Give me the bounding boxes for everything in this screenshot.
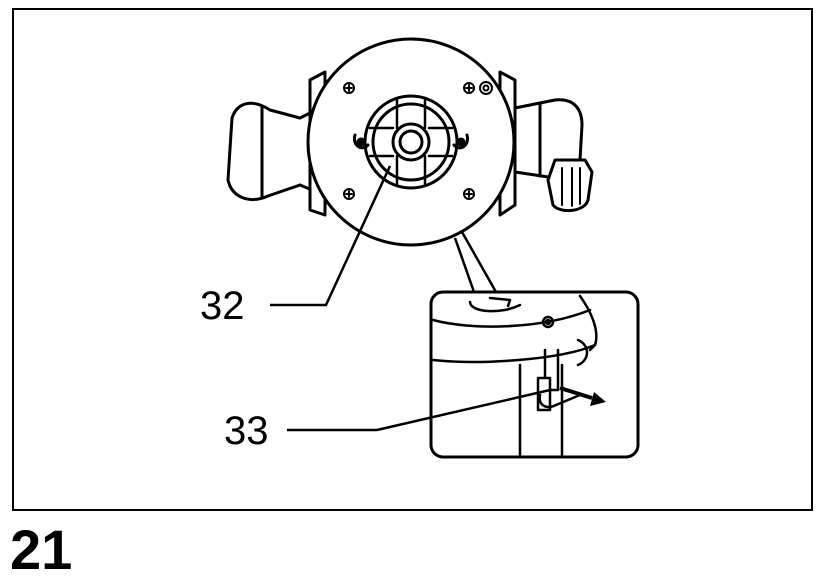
detail-inset [429, 290, 640, 459]
base-plate [306, 37, 516, 247]
leader-lines [270, 165, 551, 432]
callout-33: 33 [224, 409, 269, 453]
figure-number: 21 [10, 518, 73, 581]
pull-arrow [559, 386, 606, 406]
callout-32: 32 [200, 284, 245, 328]
sub-base [352, 94, 470, 190]
left-handle [226, 101, 314, 201]
right-handle [513, 98, 594, 213]
leader-line-32 [270, 165, 392, 307]
detail-connector [453, 231, 498, 293]
leader-line-33 [287, 388, 551, 432]
figure-frame [12, 8, 813, 511]
base-screws [343, 81, 493, 200]
